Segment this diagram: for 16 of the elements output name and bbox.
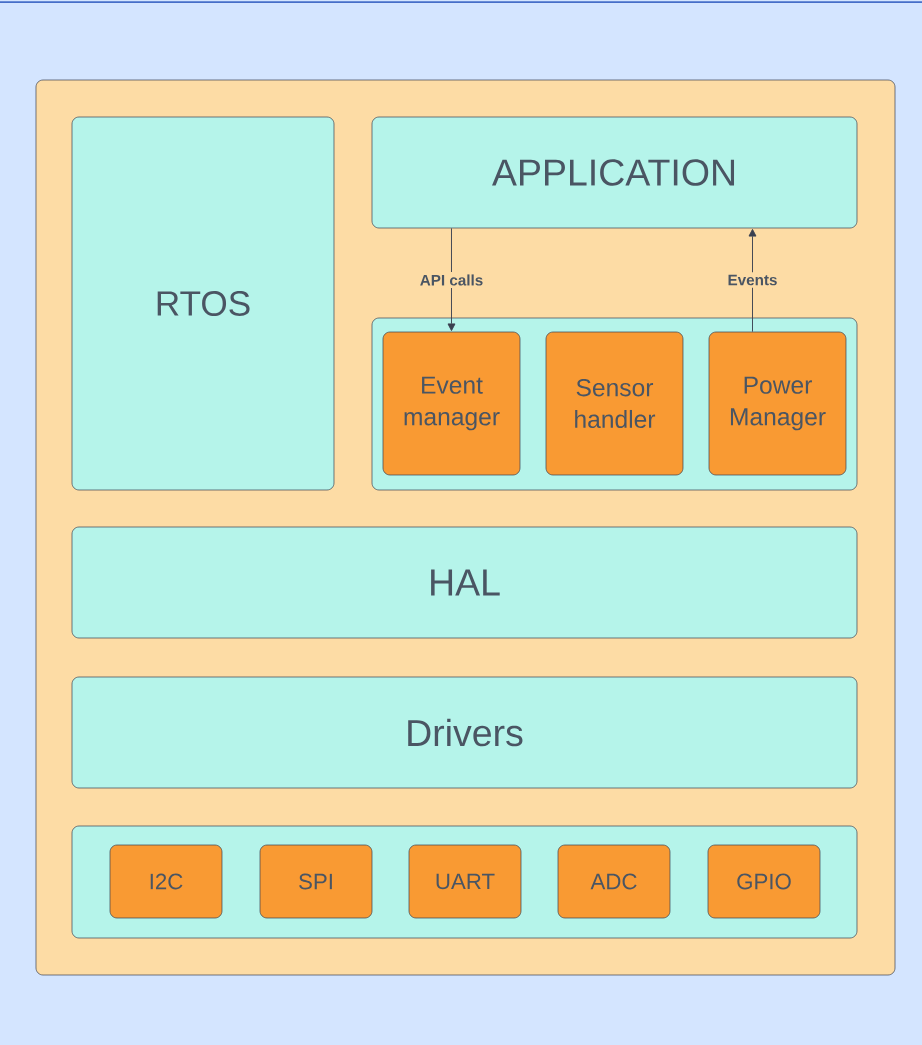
layer-box: APPLICATION xyxy=(371,116,858,229)
arrow xyxy=(748,228,757,333)
layer-box: RTOS xyxy=(71,116,335,491)
module-box: ADC xyxy=(557,844,671,919)
module-box: SPI xyxy=(259,844,373,919)
edge-label: API calls xyxy=(420,274,483,286)
module-box: Sensor handler xyxy=(545,331,684,476)
module-box: Power Manager xyxy=(708,331,847,476)
edge-label: Events xyxy=(728,274,777,286)
arrow xyxy=(447,227,456,332)
module-box: GPIO xyxy=(707,844,821,919)
layer-box: HAL xyxy=(71,526,858,639)
module-box: UART xyxy=(408,844,522,919)
module-box: Event manager xyxy=(382,331,521,476)
layer-box: Drivers xyxy=(71,676,858,789)
module-box: I2C xyxy=(109,844,223,919)
